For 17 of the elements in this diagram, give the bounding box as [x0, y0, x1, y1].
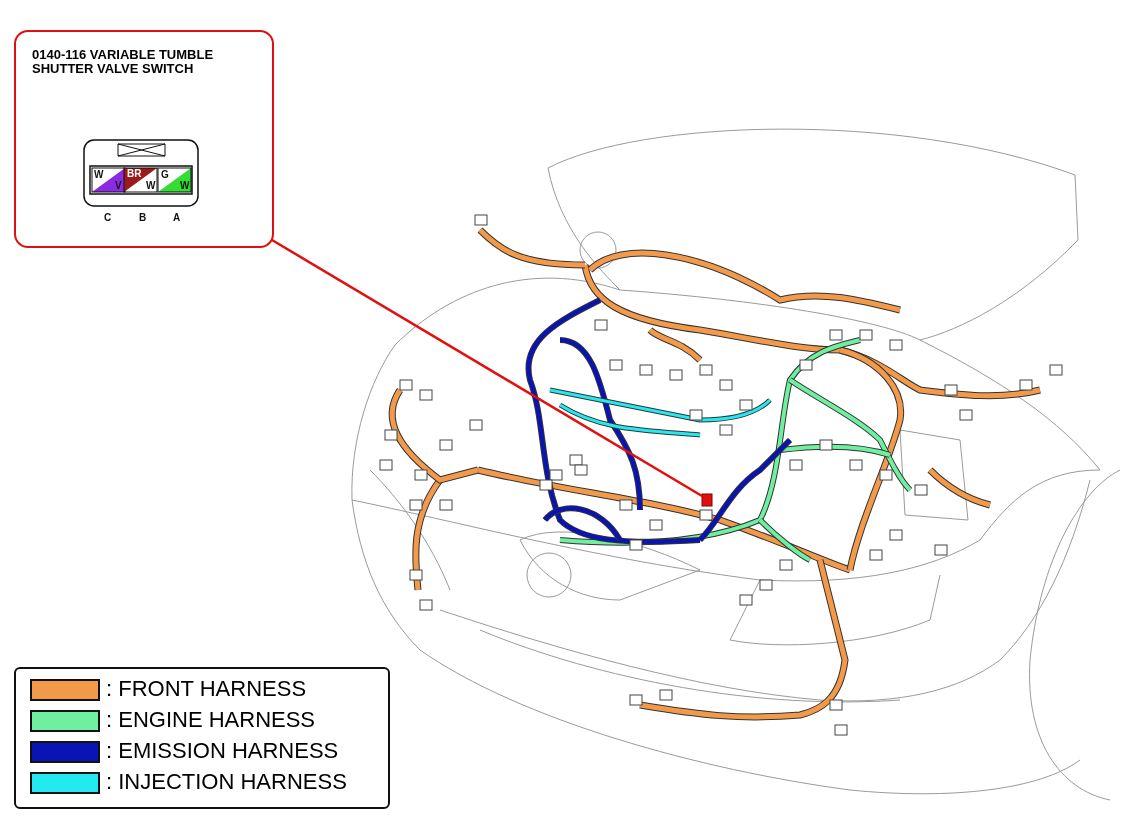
legend-text: : FRONT HARNESS: [106, 677, 307, 701]
wire-color-code: G: [161, 170, 169, 180]
legend-text: : EMISSION HARNESS: [106, 739, 339, 763]
component-title: 0140-116 VARIABLE TUMBLE SHUTTER VALVE SWITCH: [32, 48, 215, 76]
pin-letter: A: [173, 213, 181, 223]
leader-line: [271, 238, 703, 498]
pin-letter: B: [139, 213, 147, 223]
callout-box: [14, 30, 274, 248]
connector-marker: [701, 493, 713, 507]
legend-text: : ENGINE HARNESS: [106, 708, 316, 732]
wire-color-code: W: [94, 170, 104, 180]
pin-letter: C: [104, 213, 112, 223]
wire-color-code: BR: [127, 169, 142, 179]
wire-color-code: V: [115, 181, 122, 191]
legend-text: : INJECTION HARNESS: [106, 770, 347, 794]
wire-color-code: W: [180, 181, 190, 191]
wire-color-code: W: [146, 181, 156, 191]
